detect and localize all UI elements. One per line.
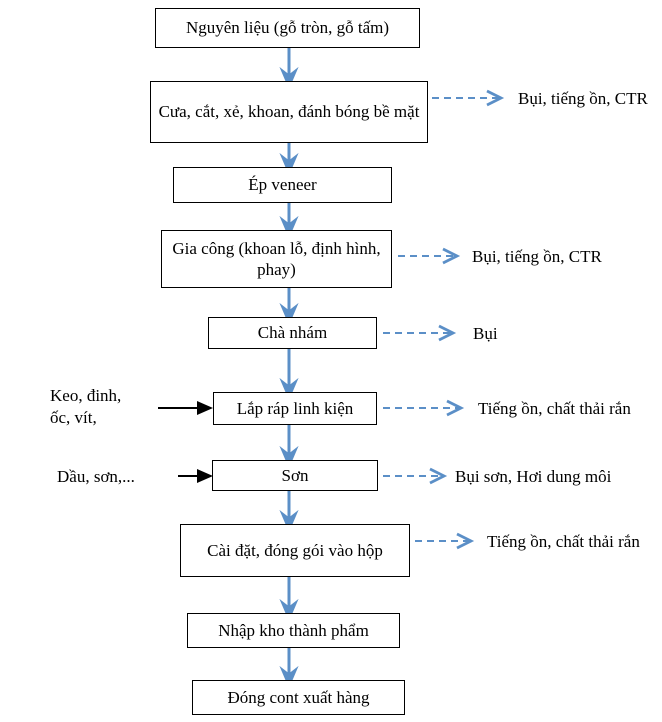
output-label-out-packaging: Tiếng ồn, chất thải rắn [487,532,640,551]
input-label-in-assembly: Keo, đinh, ốc, vít, [50,386,122,428]
input-solid-arrows [158,401,213,483]
process-box-label: Gia công (khoan lỗ, định hình, phay) [172,238,381,279]
process-box-label: Chà nhám [257,323,328,343]
process-box-raw-material[interactable]: Nguyên liệu (gỗ tròn, gỗ tấm) [155,8,420,48]
output-label-out-painting: Bụi sơn, Hơi dung môi [455,467,612,486]
process-box-machining[interactable]: Gia công (khoan lỗ, định hình, phay) [161,230,392,288]
process-box-sawing[interactable]: Cưa, cắt, xẻ, khoan, đánh bóng bề mặt [150,81,428,143]
process-box-painting[interactable]: Sơn [212,460,378,491]
output-label-out-sawing: Bụi, tiếng ồn, CTR [518,89,648,108]
process-box-label: Đóng cont xuất hàng [227,687,370,707]
output-label-out-assembly: Tiếng ồn, chất thải rắn [478,399,631,418]
process-box-sanding[interactable]: Chà nhám [208,317,377,349]
process-box-label: Nguyên liệu (gỗ tròn, gỗ tấm) [185,18,389,38]
process-box-warehouse[interactable]: Nhập kho thành phẩm [187,613,400,648]
process-box-label: Lắp ráp linh kiện [236,398,354,418]
process-box-container[interactable]: Đóng cont xuất hàng [192,680,405,715]
process-box-label: Cài đặt, đóng gói vào hộp [207,540,383,560]
process-box-assembly[interactable]: Lắp ráp linh kiện [213,392,377,425]
process-box-label: Sơn [281,465,309,485]
output-label-out-sanding: Bụi [473,324,498,343]
process-box-veneer-press[interactable]: Ép veneer [173,167,392,203]
process-box-packaging[interactable]: Cài đặt, đóng gói vào hộp [180,524,410,577]
process-box-label: Cưa, cắt, xẻ, khoan, đánh bóng bề mặt [158,102,420,122]
input-label-in-painting: Dầu, sơn,... [57,467,135,486]
output-label-out-machining: Bụi, tiếng ồn, CTR [472,247,602,266]
process-box-label: Ép veneer [248,175,317,195]
process-box-label: Nhập kho thành phẩm [218,620,369,640]
